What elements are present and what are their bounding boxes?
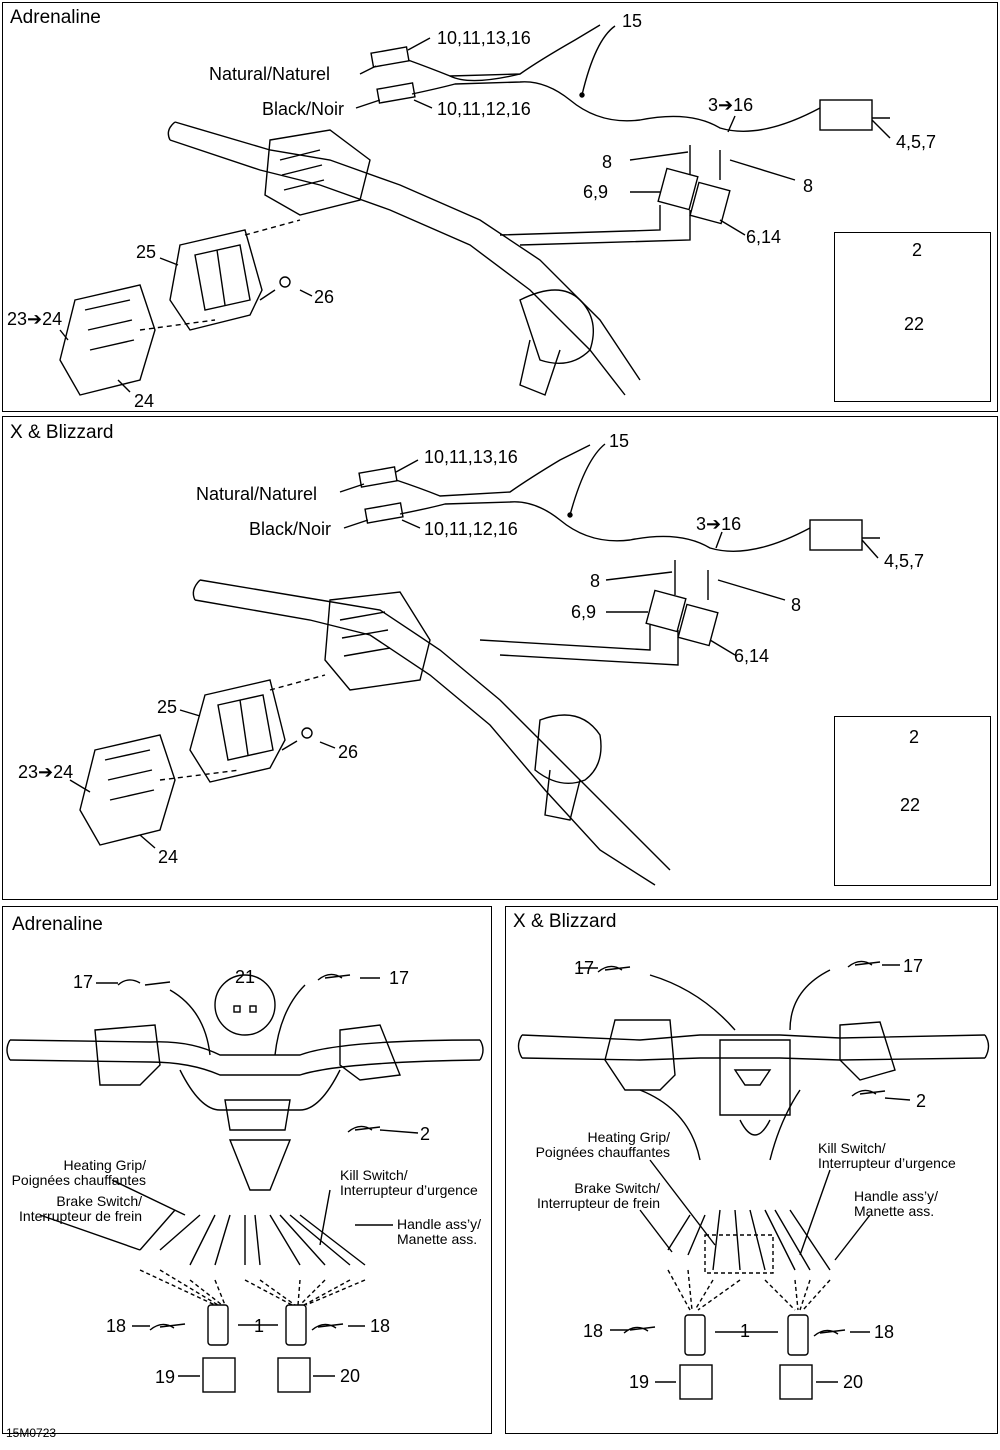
panel-title: Adrenaline bbox=[10, 7, 101, 28]
label-brake-switch: Brake Switch/ Interrupteur de frein bbox=[19, 1193, 142, 1224]
callout-1: 1 bbox=[254, 1316, 265, 1336]
label-heating-grip: Heating Grip/ Poignées chauffantes bbox=[535, 1129, 670, 1160]
callout-23-24: 23➔24 bbox=[7, 309, 63, 329]
callout-20: 20 bbox=[340, 1366, 361, 1386]
callout-26: 26 bbox=[314, 287, 335, 307]
label-natural-wire: Natural/Naturel bbox=[209, 64, 331, 84]
callout-23-24: 23➔24 bbox=[18, 762, 74, 782]
callout-6-14: 6,14 bbox=[734, 646, 770, 666]
callout-3-16: 3➔16 bbox=[696, 514, 742, 534]
panel-title: X & Blizzard bbox=[513, 911, 617, 932]
panel-x-blizzard-wiring bbox=[505, 906, 998, 1434]
callout-22: 22 bbox=[900, 795, 921, 815]
callout-6-14: 6,14 bbox=[746, 227, 782, 247]
callout-10-11-13-16: 10,11,13,16 bbox=[437, 28, 531, 48]
callout-19: 19 bbox=[155, 1367, 176, 1387]
panel-x-blizzard-top bbox=[2, 416, 998, 900]
accessory-inset bbox=[834, 716, 991, 886]
callout-10-11-12-16: 10,11,12,16 bbox=[437, 99, 531, 119]
callout-20: 20 bbox=[843, 1372, 864, 1392]
callout-2: 2 bbox=[916, 1091, 927, 1111]
callout-6-9: 6,9 bbox=[571, 602, 597, 622]
label-black-wire: Black/Noir bbox=[249, 519, 332, 539]
callout-26: 26 bbox=[338, 742, 359, 762]
panel-title: X & Blizzard bbox=[10, 422, 114, 443]
callout-8-right: 8 bbox=[791, 595, 802, 615]
callout-18-left: 18 bbox=[106, 1316, 127, 1336]
figure-code: 15M0723 bbox=[6, 1426, 57, 1440]
label-natural-wire: Natural/Naturel bbox=[196, 484, 318, 504]
callout-2: 2 bbox=[912, 240, 923, 260]
callout-2: 2 bbox=[909, 727, 920, 747]
callout-8-left: 8 bbox=[590, 571, 601, 591]
callout-18-left: 18 bbox=[583, 1321, 604, 1341]
label-handle-assy: Handle ass’y/ Manette ass. bbox=[397, 1216, 482, 1247]
label-heating-grip: Heating Grip/ Poignées chauffantes bbox=[11, 1157, 146, 1188]
label-handle-assy: Handle ass’y/ Manette ass. bbox=[854, 1188, 939, 1219]
label-kill-switch: Kill Switch/ Interrupteur d’urgence bbox=[340, 1167, 478, 1198]
callout-18-right: 18 bbox=[370, 1316, 391, 1336]
callout-6-9: 6,9 bbox=[583, 182, 609, 202]
callout-22: 22 bbox=[904, 314, 925, 334]
label-kill-switch: Kill Switch/ Interrupteur d’urgence bbox=[818, 1140, 956, 1171]
callout-17-right: 17 bbox=[389, 968, 410, 988]
callout-21: 21 bbox=[235, 967, 256, 987]
panel-title: Adrenaline bbox=[12, 914, 103, 935]
callout-1: 1 bbox=[740, 1321, 751, 1341]
callout-3-16: 3➔16 bbox=[708, 95, 754, 115]
callout-8-left: 8 bbox=[602, 152, 613, 172]
label-black-wire: Black/Noir bbox=[262, 99, 345, 119]
callout-24: 24 bbox=[134, 391, 155, 411]
panel-adrenaline-wiring bbox=[2, 906, 492, 1434]
callout-4-5-7: 4,5,7 bbox=[884, 551, 925, 571]
callout-17-left: 17 bbox=[73, 972, 94, 992]
callout-10-11-12-16: 10,11,12,16 bbox=[424, 519, 518, 539]
callout-4-5-7: 4,5,7 bbox=[896, 132, 937, 152]
callout-18-right: 18 bbox=[874, 1322, 895, 1342]
callout-17-right: 17 bbox=[903, 956, 924, 976]
label-brake-switch: Brake Switch/ Interrupteur de frein bbox=[537, 1180, 660, 1211]
callout-25: 25 bbox=[157, 697, 178, 717]
callout-15: 15 bbox=[622, 11, 643, 31]
callout-25: 25 bbox=[136, 242, 157, 262]
callout-8-right: 8 bbox=[803, 176, 814, 196]
callout-24: 24 bbox=[158, 847, 179, 867]
callout-19: 19 bbox=[629, 1372, 650, 1392]
callout-17-left: 17 bbox=[574, 958, 595, 978]
callout-15: 15 bbox=[609, 431, 630, 451]
callout-10-11-13-16: 10,11,13,16 bbox=[424, 447, 518, 467]
panel-adrenaline-top bbox=[2, 2, 998, 412]
accessory-inset bbox=[834, 232, 991, 402]
callout-2: 2 bbox=[420, 1124, 431, 1144]
